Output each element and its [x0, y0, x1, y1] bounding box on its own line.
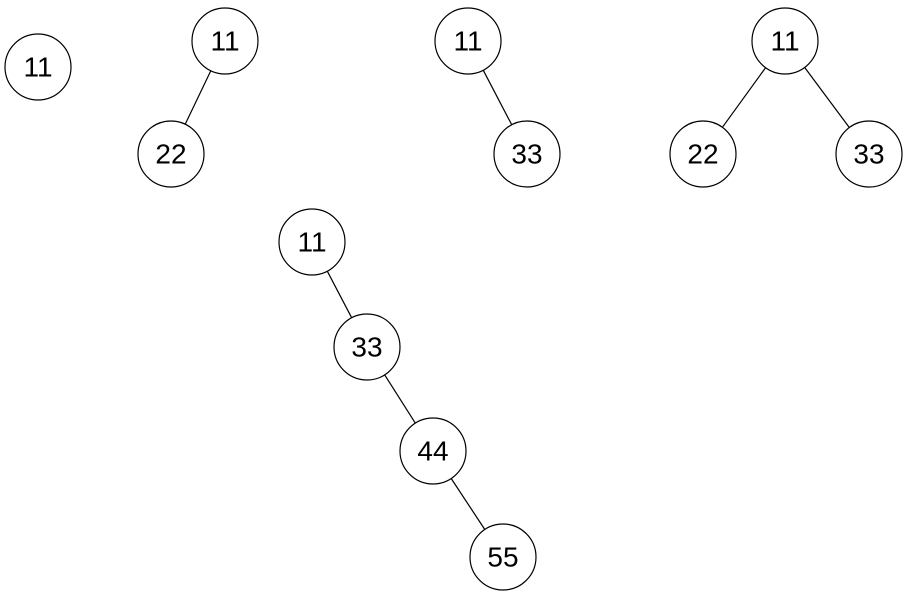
node-circle: [469, 523, 537, 591]
node-label: 33: [511, 139, 542, 170]
node-label: 44: [417, 436, 448, 467]
tree-node-t5-n11: 11: [278, 208, 346, 276]
node-circle: [191, 7, 259, 75]
node-circle: [278, 208, 346, 276]
node-circle: [835, 120, 903, 188]
node-circle: [669, 120, 737, 188]
node-circle: [434, 7, 502, 75]
tree-2-edges: [184, 70, 212, 125]
tree-node-t3-n33: 33: [493, 120, 561, 188]
node-label: 11: [210, 26, 239, 57]
node-circle: [751, 7, 819, 75]
node-label: 22: [687, 139, 718, 170]
edge-t3-n11-to-t3-n33: [482, 70, 513, 125]
edge-t4-n11-to-t4-n33: [804, 67, 850, 128]
node-circle: [137, 120, 205, 188]
tree-node-t4-n22: 22: [669, 120, 737, 188]
edge-t2-n11-to-t2-n22: [184, 70, 212, 125]
tree-4: 11 22 33: [669, 7, 903, 188]
node-label: 11: [770, 26, 799, 57]
tree-5: 11 33 44 55: [278, 208, 537, 591]
tree-node-t4-n33: 33: [835, 120, 903, 188]
node-label: 22: [155, 139, 186, 170]
node-label: 33: [853, 139, 884, 170]
tree-2: 11 22: [137, 7, 259, 188]
node-label: 11: [297, 227, 326, 258]
tree-1: 11: [4, 33, 72, 101]
tree-4-edges: [721, 67, 850, 128]
edge-t5-n33-to-t5-n44: [384, 374, 416, 424]
tree-node-t4-n11: 11: [751, 7, 819, 75]
tree-5-edges: [326, 270, 486, 530]
edge-t5-n11-to-t5-n33: [326, 270, 353, 319]
edge-t5-n44-to-t5-n55: [450, 478, 486, 530]
tree-node-t5-n44: 44: [399, 417, 467, 485]
tree-node-t1-n11: 11: [4, 33, 72, 101]
node-circle: [4, 33, 72, 101]
tree-node-t2-n11: 11: [191, 7, 259, 75]
tree-node-t3-n11: 11: [434, 7, 502, 75]
tree-node-t2-n22: 22: [137, 120, 205, 188]
tree-3-edges: [482, 70, 513, 125]
node-label: 11: [453, 26, 482, 57]
edge-t4-n11-to-t4-n22: [721, 67, 767, 128]
tree-node-t5-n55: 55: [469, 523, 537, 591]
tree-3: 11 33: [434, 7, 561, 188]
node-circle: [399, 417, 467, 485]
node-circle: [333, 313, 401, 381]
tree-node-t5-n33: 33: [333, 313, 401, 381]
node-label: 55: [487, 542, 518, 573]
node-label: 33: [351, 332, 382, 363]
node-circle: [493, 120, 561, 188]
edges-layer: [184, 67, 850, 530]
nodes-layer: 11 11 22 11 33 11 22 33 11 33 44 55: [4, 7, 903, 591]
node-label: 11: [23, 52, 52, 83]
